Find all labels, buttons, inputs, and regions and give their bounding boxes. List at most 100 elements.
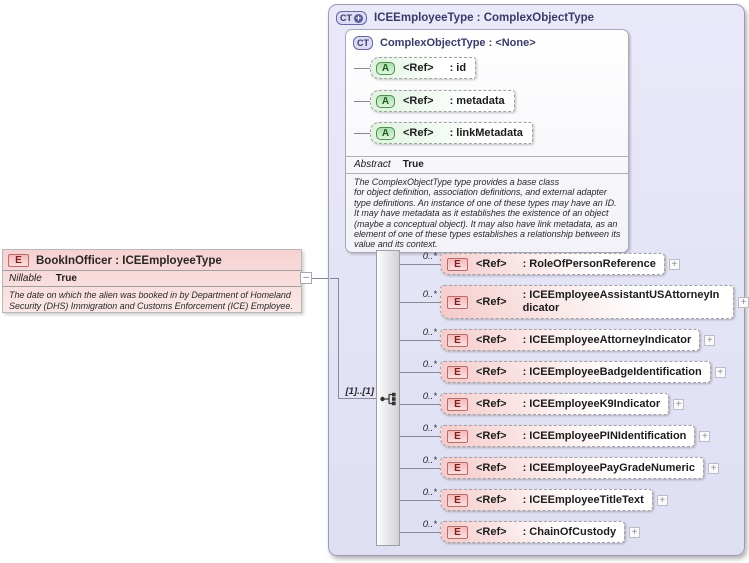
element-title: BookInOfficer : ICEEmployeeType	[36, 255, 222, 267]
element-name: : ICEEmployeeBadgeIdentification	[523, 366, 702, 379]
sequence-icon	[379, 392, 399, 406]
connector-line	[400, 372, 440, 373]
element-name: : ICEEmployeeAssistantUSAttorneyIndicato…	[523, 289, 725, 315]
separator	[346, 173, 628, 174]
element-name: : RoleOfPersonReference	[523, 258, 656, 271]
element-name: : ICEEmployeeK9Indicator	[523, 398, 661, 411]
element-ref: <Ref>	[476, 366, 507, 378]
attribute-box[interactable]: A<Ref>: metadata	[370, 90, 515, 112]
connector-line	[338, 278, 339, 399]
nillable-label: Nillable	[9, 273, 42, 284]
description-line: Security (DHS) Immigration and Customs E…	[9, 301, 295, 312]
element-row: 0..* E <Ref> : ICEEmployeeK9Indicator +	[400, 393, 684, 415]
element-badge-icon: E	[447, 462, 468, 475]
element-connector: 0..*	[400, 361, 440, 383]
element-row: 0..*E<Ref>: ChainOfCustody+	[400, 521, 640, 543]
expand-toggle[interactable]: +	[629, 527, 640, 538]
connector-line	[400, 500, 440, 501]
element-connector: 0..*	[400, 489, 440, 511]
abstract-label: Abstract	[354, 159, 391, 170]
element-box[interactable]: E<Ref>: ICEEmployeePINIdentification	[440, 425, 695, 447]
occurrence-label: 0..*	[423, 289, 437, 300]
element-ref: <Ref>	[476, 398, 507, 410]
collapse-toggle[interactable]: –	[300, 272, 312, 284]
description-line: element of one of these types establishe…	[354, 229, 624, 239]
attribute-box[interactable]: A<Ref>: id	[370, 57, 476, 79]
element-box[interactable]: E<Ref>: ICEEmployeeAssistantUSAttorneyIn…	[440, 285, 734, 319]
occurrence-label: 0..*	[423, 359, 437, 370]
attribute-name: : linkMetadata	[450, 127, 523, 140]
occurrence-label: 0..*	[423, 251, 437, 262]
attribute-ref: <Ref>	[403, 127, 434, 139]
element-row: 0..*E<Ref>: RoleOfPersonReference +	[400, 253, 680, 275]
connector-line	[354, 133, 370, 134]
attribute-ref: <Ref>	[403, 62, 434, 74]
complextype-badge-icon: CT +	[336, 11, 367, 25]
nillable-row: Nillable True	[3, 271, 301, 287]
element-box[interactable]: E <Ref> : ICEEmployeeAttorneyIndicator	[440, 329, 700, 351]
sequence-bar[interactable]	[376, 250, 400, 546]
expand-toggle[interactable]: +	[708, 463, 719, 474]
attribute-connector	[354, 57, 370, 79]
connector-line	[400, 340, 440, 341]
description-line: value and its context.	[354, 239, 624, 249]
basetype-box[interactable]: CT ComplexObjectType : <None> A <Ref> : id…	[345, 29, 629, 253]
element-row: 0..*E<Ref>: ICEEmployeeAssistantUSAttorn…	[400, 285, 749, 319]
expand-toggle[interactable]: +	[673, 399, 684, 410]
description-line: The ComplexObjectType type provides a ba…	[354, 177, 624, 187]
basetype-header: CT ComplexObjectType : <None>	[346, 30, 628, 50]
element-row: 0..* E <Ref> : ICEEmployeeBadgeIdentificati…	[400, 361, 726, 383]
connector-line	[338, 398, 377, 399]
element-ref: <Ref>	[476, 494, 507, 506]
element-row: 0..*E<Ref>: ICEEmployeeTitleText+	[400, 489, 668, 511]
abstract-value: True	[403, 159, 424, 170]
connector-line	[354, 68, 370, 69]
expand-toggle[interactable]: +	[699, 431, 710, 442]
element-name: : ICEEmployeePINIdentification	[523, 430, 687, 443]
element-badge-icon: E	[8, 254, 29, 267]
nillable-value: True	[56, 273, 77, 284]
expand-toggle[interactable]: +	[657, 495, 668, 506]
occurrence-label: 0..*	[423, 391, 437, 402]
expand-toggle[interactable]: +	[669, 259, 680, 270]
expand-toggle[interactable]: +	[738, 297, 749, 308]
element-box[interactable]: E<Ref>: ICEEmployeePayGradeNumeric	[440, 457, 704, 479]
element-name: : ICEEmployeePayGradeNumeric	[523, 462, 695, 475]
attribute-badge-icon: A	[376, 127, 395, 140]
occurrence-label: 0..*	[423, 487, 437, 498]
element-badge-icon: E	[447, 334, 468, 347]
expand-toggle[interactable]: +	[715, 367, 726, 378]
element-badge-icon: E	[447, 494, 468, 507]
attribute-row: A<Ref>: id	[354, 57, 476, 79]
separator	[346, 156, 628, 157]
element-bookinofficer-box[interactable]: E BookInOfficer : ICEEmployeeType Nillab…	[2, 249, 302, 313]
occurrence-label: 0..*	[423, 423, 437, 434]
connector-line	[400, 302, 440, 303]
element-box[interactable]: E <Ref> : ICEEmployeeBadgeIdentification	[440, 361, 711, 383]
element-connector: 0..*	[400, 253, 440, 275]
attribute-name: : id	[450, 62, 467, 75]
element-name: : ICEEmployeeAttorneyIndicator	[523, 334, 692, 347]
basetype-title: ComplexObjectType : <None>	[380, 37, 536, 49]
element-badge-icon: E	[447, 430, 468, 443]
ct-plus-icon: +	[354, 14, 363, 23]
occurrence-label: 0..*	[423, 455, 437, 466]
element-box[interactable]: E<Ref>: ICEEmployeeTitleText	[440, 489, 653, 511]
connector-line	[400, 264, 440, 265]
expand-toggle[interactable]: +	[704, 335, 715, 346]
connector-line	[354, 101, 370, 102]
element-connector: 0..*	[400, 457, 440, 479]
element-badge-icon: E	[447, 526, 468, 539]
element-box[interactable]: E<Ref>: RoleOfPersonReference	[440, 253, 665, 275]
element-box[interactable]: E<Ref>: ChainOfCustody	[440, 521, 625, 543]
element-ref: <Ref>	[476, 334, 507, 346]
element-badge-icon: E	[447, 398, 468, 411]
attribute-name: : metadata	[450, 95, 505, 108]
element-box[interactable]: E <Ref> : ICEEmployeeK9Indicator	[440, 393, 669, 415]
element-row: 0..* E <Ref> : ICEEmployeeAttorneyIndicator…	[400, 329, 715, 351]
occurrence-label: 0..*	[423, 327, 437, 338]
attribute-box[interactable]: A <Ref> : linkMetadata	[370, 122, 533, 144]
element-badge-icon: E	[447, 366, 468, 379]
element-ref: <Ref>	[476, 526, 507, 538]
